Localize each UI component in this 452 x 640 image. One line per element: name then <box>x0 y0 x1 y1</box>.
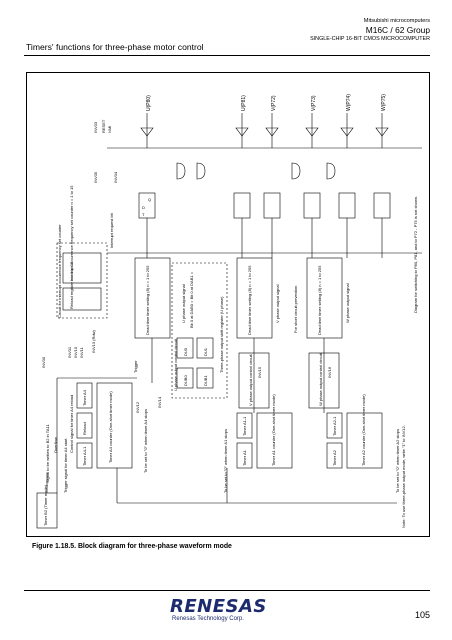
overflow-label: Overflow <box>53 437 58 453</box>
block-diagram: U(P80) U(P81) V(P72) V(P73) W(P74) W(P75… <box>26 72 430 537</box>
output-label-u-bar: U(P81) <box>241 95 247 111</box>
interrupt-counter: Interrupt occurrence frequency set count… <box>69 185 74 281</box>
inv10-label: INV10 <box>73 346 78 358</box>
dub1-label: DUB1 <box>203 375 208 386</box>
output-stage <box>140 113 389 148</box>
timer-a1-label: Timer A1 <box>242 449 247 466</box>
dead-time-w: Dead time timer setting (8) n = 1 to 255 <box>317 265 322 335</box>
timer-a21-label: Timer A2-1 <box>332 416 337 436</box>
page-header-right: Mitsubishi microcomputers M16C / 62 Grou… <box>310 18 430 42</box>
timer-a2-label: Timer A2 <box>332 449 337 466</box>
renesas-logo: RENESAS <box>170 596 267 617</box>
timer-a4-label: Timer A4 <box>82 389 87 406</box>
short-circuit-note: For short circuit prevention <box>293 286 298 333</box>
nmi-label: NMI <box>107 126 112 133</box>
inv13-block: INV13 (Rdw) <box>91 329 96 353</box>
ff-q-label: Q <box>148 197 151 202</box>
dub0-label: DUB0 <box>183 375 188 386</box>
to-be-set-a1: To be set to "0" when timer A1 stops <box>223 429 228 493</box>
inv11-label: INV11 <box>79 346 84 358</box>
trigger-label: Trigger <box>133 360 138 373</box>
output-label-w-bar: W(P75) <box>381 94 387 111</box>
ff-d-label: D <box>142 205 145 210</box>
ta4-counter-label: Timer A4 counter (One-shot timer mode) <box>108 391 113 463</box>
u-output-control: U phase output control circuit <box>173 338 178 391</box>
output-label-u: U(P80) <box>146 95 152 111</box>
figure-note: Note: To use three-phase output mode, wr… <box>401 425 406 528</box>
dead-time-v: Dead time timer setting (8) n = 1 to 255 <box>247 265 252 335</box>
reload-register: Reload register n = 1 to 15 <box>69 261 74 309</box>
company-name: Mitsubishi microcomputers <box>363 18 430 24</box>
ff-t-label: T <box>142 212 145 217</box>
inv15-label: INV15 <box>257 366 262 378</box>
reload-label-a4: Reload <box>82 422 87 435</box>
diagram-switch-note: Diagram for switching to P80, P81, and t… <box>413 196 418 313</box>
inv14-label: INV14 <box>157 396 162 408</box>
circuit-note: Circuit for Interrupt occurrence frequen… <box>57 224 62 318</box>
w-output-control: W phase output control circuit <box>318 352 323 406</box>
v-output-signal: V phase output signal <box>275 284 280 323</box>
section-title: Timers' functions for three-phase motor … <box>26 42 204 52</box>
dead-time-u: Dead time timer setting (8) n = 1 to 255 <box>145 265 150 335</box>
inv01-label: INV01 <box>67 346 72 358</box>
u-output-signal: U phase output signal <box>181 284 186 323</box>
ta2-counter-label: Timer A2 counter (One-shot timer mode) <box>361 394 366 466</box>
to-be-set-a4: To be set to "0" when timer A4 stops <box>143 409 148 473</box>
trigger-ta4-label: Trigger signal for timer A4 start <box>63 438 68 493</box>
product-group: M16C / 62 Group <box>365 25 430 35</box>
output-label-v-bar: V(P73) <box>311 95 317 111</box>
output-label-w: W(P74) <box>346 94 352 111</box>
timer-b2-label: Timer B2 (Timer mode) <box>43 484 48 526</box>
bits-da-label: Bit 0 at DAB0 = Bit 0 at DAB1 = <box>189 271 194 328</box>
figure-caption: Figure 1.18.5. Block diagram for three-p… <box>32 543 232 550</box>
du0-label: DU0 <box>183 347 188 356</box>
v-output-control: V phase output control circuit <box>248 354 253 406</box>
inv00-label: INV00 <box>41 356 46 368</box>
product-subtitle: SINGLE-CHIP 16-BIT CMOS MICROCOMPUTER <box>310 36 430 42</box>
inv05-label: INV05 <box>93 171 98 183</box>
inv04-label: INV04 <box>113 171 118 183</box>
header-rule <box>24 55 430 56</box>
shift-register-label: Three-phase output shift register (U pha… <box>219 296 224 373</box>
control-ta4-label: Control signal for timer A4 reload <box>69 395 74 453</box>
ta1-counter-label: Timer A1 counter (One-shot timer mode) <box>271 394 276 466</box>
w-output-signal: W phase output signal <box>345 283 350 323</box>
inv03-label: INV03 <box>93 121 98 133</box>
renesas-tagline: Renesas Technology Corp. <box>172 616 244 622</box>
page-number: 105 <box>414 610 430 620</box>
reset-label: RESET <box>101 119 106 133</box>
signal-write-label: Signal to be written to B2 in TA11 <box>45 424 50 483</box>
footer-rule <box>24 590 430 591</box>
timer-a11-label: Timer A1-1 <box>242 416 247 436</box>
to-be-set-a2: To be set to "0" when timer A2 stops <box>395 429 400 493</box>
timer-a41-label: Timer A4-1 <box>82 446 87 466</box>
inv16-label: INV16 <box>327 366 332 378</box>
output-label-v: V(P72) <box>271 95 277 111</box>
du1-label: DU1 <box>203 347 208 356</box>
inv12-label: INV12 <box>135 401 140 413</box>
interrupt-request-label: Interrupt request bit <box>109 212 114 248</box>
